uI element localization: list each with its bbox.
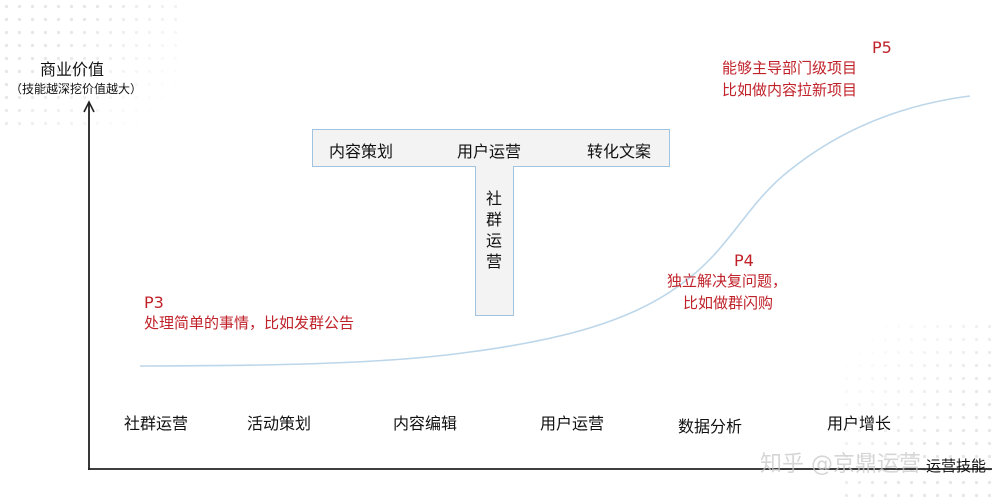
level-label: P3 <box>144 293 164 312</box>
y-axis-arrow <box>83 100 95 113</box>
skill-label: 用户增长 <box>827 414 892 433</box>
level-label: P4 <box>734 251 754 270</box>
t-skill-vertical-label: 社群运营 <box>486 189 503 271</box>
y-axis-title: 商业价值 <box>40 60 105 79</box>
level-p4: P4 独立解决复问题， 比如做群闪购 <box>667 251 787 314</box>
level-p3: P3 处理简单的事情，比如发群公告 <box>144 293 354 334</box>
x-axis-title: 运营技能 <box>926 457 987 475</box>
t-skill-item: 内容策划 <box>329 142 394 161</box>
skill-label: 数据分析 <box>678 417 743 436</box>
growth-curve <box>139 95 971 367</box>
watermark: 知乎 @京鼎运营 <box>760 452 921 477</box>
level-p5: P5 能够主导部门级项目 比如做内容拉新项目 <box>722 38 892 101</box>
skill-label: 内容编辑 <box>393 414 458 433</box>
skill-label: 社群运营 <box>124 414 189 433</box>
level-desc-line: 比如做群闪购 <box>683 294 774 312</box>
level-desc-line: 能够主导部门级项目 <box>722 59 858 77</box>
skill-label: 用户运营 <box>540 414 605 433</box>
level-label: P5 <box>872 38 892 57</box>
t-skill-item: 转化文案 <box>587 142 652 161</box>
y-axis-subtitle: （技能越深挖价值越大） <box>10 82 143 96</box>
t-skill-item: 用户运营 <box>457 142 522 161</box>
t-skill-box-vertical: 社群运营 <box>475 166 514 316</box>
level-desc-line: 处理简单的事情，比如发群公告 <box>144 314 355 332</box>
level-desc-line: 独立解决复问题， <box>667 272 788 290</box>
skill-label: 活动策划 <box>247 414 312 433</box>
t-skill-box-horizontal: 内容策划 用户运营 转化文案 <box>312 129 670 167</box>
level-desc-line: 比如做内容拉新项目 <box>722 81 858 99</box>
